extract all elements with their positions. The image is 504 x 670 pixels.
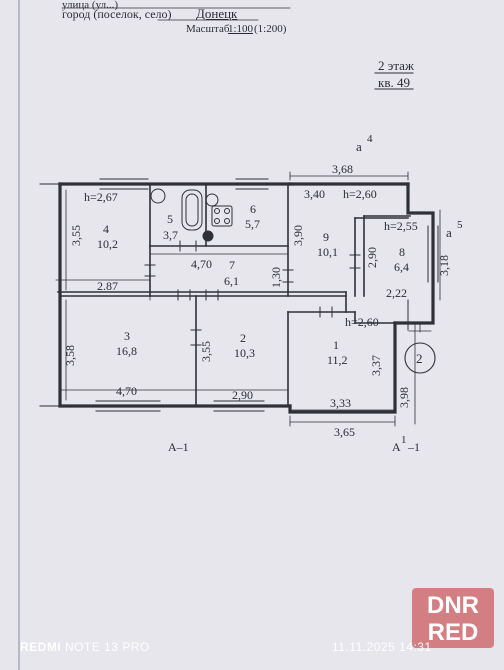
dimension-lines xyxy=(55,171,441,427)
city-label: город (поселок, село) xyxy=(62,7,172,21)
apartment-label: кв. 49 xyxy=(378,75,410,90)
bathroom-fixtures xyxy=(150,188,233,242)
dim-room4-depth: 3,55 xyxy=(69,225,83,246)
city-value: Донецк xyxy=(196,6,238,21)
dim-top-total: 3,68 xyxy=(332,162,353,176)
dim-room9-width: 3,40 xyxy=(304,187,325,201)
axis-label-left: А–1 xyxy=(168,440,189,454)
room-5-number: 5 xyxy=(167,212,173,226)
entry-circle-number: 2 xyxy=(416,351,423,366)
scale-alternative: (1:200) xyxy=(254,23,287,35)
dim-room7-width: 4,70 xyxy=(191,257,212,271)
scale-label: Масштаб xyxy=(186,23,230,35)
room-3-number: 3 xyxy=(124,329,130,343)
dim-room3-width: 4,70 xyxy=(116,384,137,398)
facade-number-right: 5 xyxy=(457,219,463,231)
dim-room1-depth: 3,37 xyxy=(369,355,383,376)
camera-brand: REDMI xyxy=(20,640,62,654)
watermark-line-1: DNR xyxy=(427,592,479,619)
room-6-area: 5,7 xyxy=(245,217,260,231)
binding-edge-line xyxy=(18,0,20,670)
axis-label-right-suffix: –1 xyxy=(408,440,420,454)
room-1-area: 11,2 xyxy=(327,353,348,367)
room-8-area: 6,4 xyxy=(394,260,409,274)
photo-timestamp: 11.11.2025 14:31 xyxy=(332,640,432,654)
room-3-area: 16,8 xyxy=(116,344,137,358)
watermark-line-2: RED xyxy=(427,619,479,646)
dim-room8-depth: 2,90 xyxy=(365,247,379,268)
street-label-clip: улица (ул...) xyxy=(62,0,118,11)
dim-corridor-width: 2.87 xyxy=(97,279,118,293)
room-9-area: 10,1 xyxy=(317,245,338,259)
facade-label-right: а xyxy=(446,225,452,240)
dim-right-lower-depth: 3,98 xyxy=(397,387,411,408)
room-7-area: 6,1 xyxy=(224,274,239,288)
scale-value: 1:100 xyxy=(228,23,254,35)
axis-label-right: А xyxy=(392,440,401,454)
height-room4: h=2,67 xyxy=(84,190,118,204)
windows xyxy=(39,178,439,412)
floor-label: 2 этаж xyxy=(378,58,414,73)
room-2-number: 2 xyxy=(240,331,246,345)
inner-walls xyxy=(57,183,411,407)
room-8-number: 8 xyxy=(399,245,405,259)
dim-room2-width: 2,90 xyxy=(232,388,253,402)
dim-room8-width: 2,22 xyxy=(386,286,407,300)
room-4-number: 4 xyxy=(103,222,109,236)
entry-circle xyxy=(404,342,436,374)
dim-room7-depth: 1,30 xyxy=(269,267,283,288)
dim-right-depth: 3,18 xyxy=(437,255,451,276)
axis-label-right-superscript: 1 xyxy=(401,434,407,446)
site-watermark: DNR RED xyxy=(412,588,494,648)
camera-watermark: REDMI NOTE 13 PRO xyxy=(20,640,150,654)
room-2-area: 10,3 xyxy=(234,346,255,360)
height-room8: h=2,55 xyxy=(384,219,418,233)
room-1-number: 1 xyxy=(333,338,339,352)
camera-model: NOTE 13 PRO xyxy=(65,640,150,654)
dim-room3-depth: 3,58 xyxy=(63,345,77,366)
room-4-area: 10,2 xyxy=(97,237,118,251)
dim-bottom-total: 3,65 xyxy=(334,425,355,439)
room-6-number: 6 xyxy=(250,202,256,216)
dim-room1-width: 3,33 xyxy=(330,396,351,410)
height-room1: h=2,60 xyxy=(345,315,379,329)
room-7-number: 7 xyxy=(229,258,235,272)
dim-room2-depth: 3,55 xyxy=(199,341,213,362)
dim-room9-depth: 3,90 xyxy=(291,225,305,246)
room-9-number: 9 xyxy=(323,230,329,244)
height-room9: h=2,60 xyxy=(343,187,377,201)
facade-label-top: а xyxy=(356,139,362,154)
facade-number-top: 4 xyxy=(367,133,373,145)
room-5-area: 3,7 xyxy=(163,228,178,242)
